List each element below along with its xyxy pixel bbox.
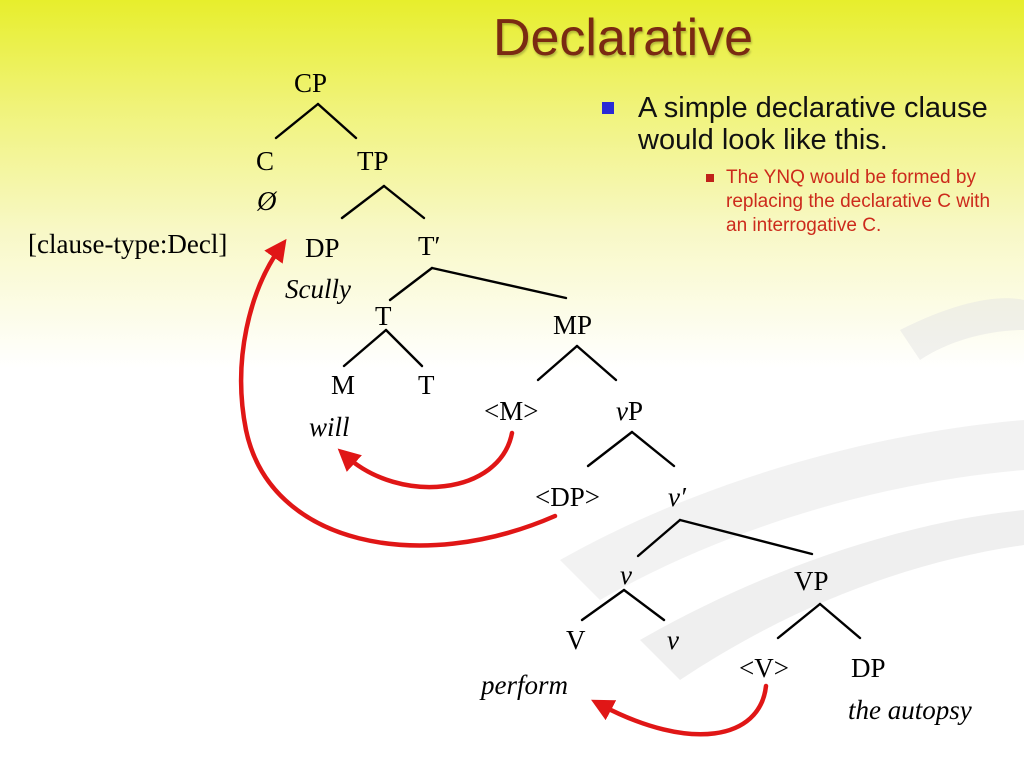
bullet-main: A simple declarative clause would look l… [600,92,1005,156]
node-t-bar: T′ [418,231,441,261]
node-the-autopsy: the autopsy [848,695,972,725]
node-v-lower: v [667,625,679,655]
bullet-main-text: A simple declarative clause would look l… [638,92,988,156]
slide-title: Declarative [492,9,754,67]
arrow-v-to-v [591,683,769,737]
node-dp-subject: DP [305,233,340,263]
node-cp: CP [294,68,328,98]
node-v-head: v [620,560,632,590]
node-v-bar: v′ [668,482,686,512]
node-clause-type: [clause-type:Decl] [28,229,228,259]
node-dp-trace: <DP> [535,482,600,512]
node-vp-p: P [627,396,644,426]
node-vp-v: v [616,396,628,426]
node-c-null: Ø [257,186,277,216]
node-vp-little: vP [616,396,643,427]
arrow-m-to-t [337,430,515,490]
bullet-sub-text: The YNQ would be formed by replacing the… [726,167,991,236]
square-bullet-icon [602,102,614,114]
node-perform: perform [481,670,568,700]
bullet-sub: The YNQ would be formed by replacing the… [706,166,1005,238]
node-t-lower: T [418,370,435,400]
node-tp: TP [357,146,389,176]
node-t-upper: T [375,301,392,331]
node-mp: MP [553,310,593,340]
small-square-bullet-icon [706,174,714,182]
bullet-list: A simple declarative clause would look l… [600,92,1005,238]
node-m-trace: <M> [484,396,539,426]
node-scully: Scully [285,274,351,304]
node-vp: VP [794,566,829,596]
node-v: V [566,625,586,655]
node-v-trace: <V> [739,653,789,683]
movement-arrows [238,238,769,737]
node-c: C [256,146,275,176]
node-will: will [309,412,350,442]
node-dp-object: DP [851,653,886,683]
node-m: M [331,370,356,400]
arrow-dp-to-spec [238,238,558,548]
